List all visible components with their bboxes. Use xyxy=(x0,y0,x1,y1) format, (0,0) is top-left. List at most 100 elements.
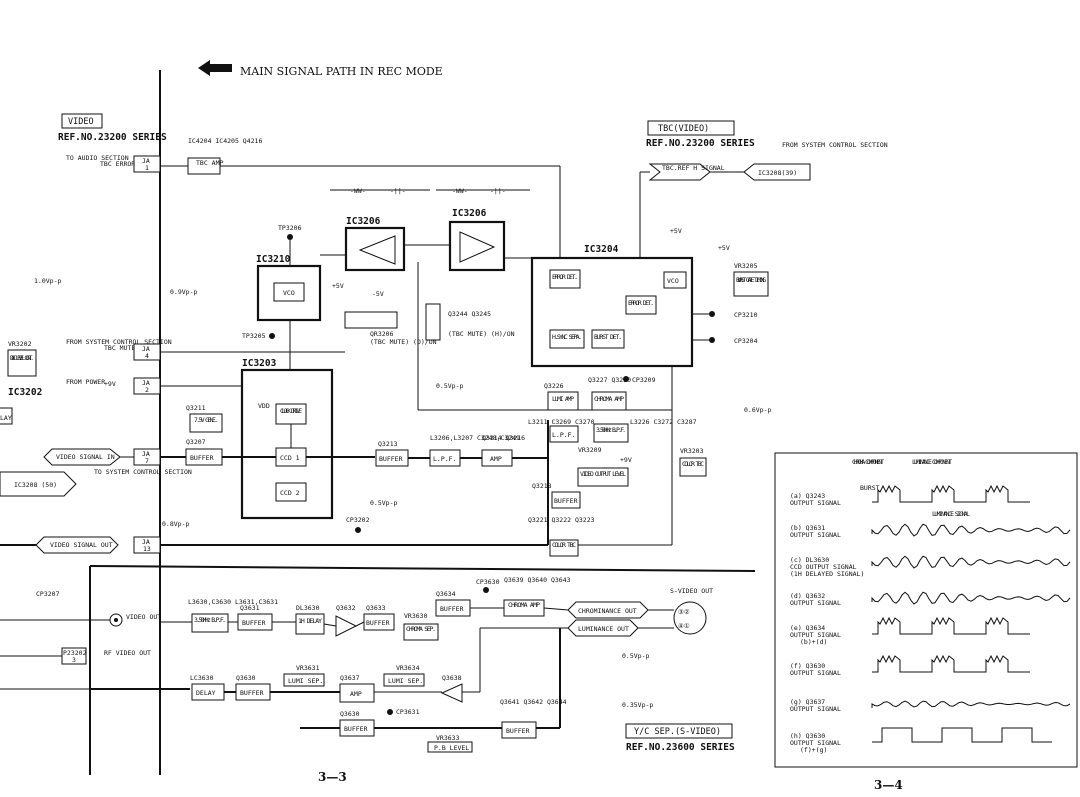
yc-bpf-box[interactable] xyxy=(191,613,229,633)
connector-ja13: VIDEO SIGNAL OUT JA 13 xyxy=(0,536,548,554)
q3630-label: Q3630 xyxy=(236,674,256,682)
wire xyxy=(355,621,365,627)
color-tbc2-label: COLOR TBC xyxy=(552,541,576,549)
doc-level-label: DOC LEVEL CONT. xyxy=(10,354,34,362)
l3226-label: L3226 C3272 C3287 xyxy=(630,418,697,426)
amp-label: AMP xyxy=(490,455,502,463)
yc-buffer1-label: BUFFER xyxy=(242,619,266,627)
lpf-label: L.P.F. xyxy=(433,455,456,463)
lum-out-label: LUMINANCE OUT xyxy=(578,625,629,633)
jack-center xyxy=(114,618,118,622)
tbc-mute-label: TBC MUTE xyxy=(104,344,135,352)
resistor-icon: -WW- xyxy=(350,187,366,195)
vco1-box[interactable] xyxy=(273,282,305,302)
vr3202-label: VR3202 xyxy=(8,340,32,348)
q3207-label: Q3207 xyxy=(186,438,206,446)
ic3202-label: IC3202 xyxy=(8,387,42,398)
waveform-row-label: (e) Q3634 xyxy=(790,624,825,632)
chroma-amp-box[interactable] xyxy=(591,391,627,411)
waveform-row-label: OUTPUT SIGNAL xyxy=(790,531,841,539)
video-out-level-box[interactable] xyxy=(577,467,629,487)
gene-box[interactable] xyxy=(189,413,223,433)
ccd2-box[interactable] xyxy=(275,482,307,502)
vr3209-label: VR3209 xyxy=(578,446,602,454)
lumi-amp-box[interactable] xyxy=(547,391,579,411)
yc-delay-label: DELAY xyxy=(196,689,216,697)
ja1-num: 1 xyxy=(145,164,149,172)
q3639-label: Q3639 Q3640 Q3643 xyxy=(504,576,571,584)
ja2-num: 2 xyxy=(145,386,149,394)
buffer3-box[interactable] xyxy=(551,491,581,509)
waveform-trace xyxy=(871,555,1071,569)
ccd2-label: CCD 2 xyxy=(280,489,300,497)
chroma-sep-box[interactable] xyxy=(403,623,439,641)
inverter-icon xyxy=(335,615,358,637)
tp3206-dot xyxy=(287,234,293,240)
lumi-sep2-box[interactable] xyxy=(383,673,425,687)
color-tbc2-box[interactable] xyxy=(549,539,579,557)
vco2-box[interactable] xyxy=(663,271,687,289)
cp3207-label: CP3207 xyxy=(36,590,60,598)
ic3204-label: IC3204 xyxy=(584,244,619,255)
burst-det-label: BURST DET. xyxy=(594,333,622,341)
vpp-10: 1.0Vp-p xyxy=(34,277,61,285)
from-sys-label: FROM SYSTEM CONTROL SECTION xyxy=(66,338,172,346)
ic3203-label: IC3203 xyxy=(242,358,277,369)
yc-ref: REF.NO.23600 SERIES xyxy=(626,742,735,753)
waveform-trace xyxy=(871,700,1071,708)
rf-video-out-label: RF VIDEO OUT xyxy=(104,649,151,657)
vr3634-label: VR3634 xyxy=(396,664,420,672)
burst-det-box[interactable] xyxy=(591,329,625,349)
ic3208-connector xyxy=(743,163,811,181)
main-path-legend: MAIN SIGNAL PATH IN REC MODE xyxy=(198,60,443,78)
yc-buffer6-box[interactable] xyxy=(501,721,537,739)
connector-ja1: TO AUDIO SECTION TBC ERROR JA 1 xyxy=(66,154,188,173)
lumi-sep-label: LUMI SEP. xyxy=(288,677,323,685)
error-det-box[interactable] xyxy=(549,269,581,289)
lpf2-box[interactable] xyxy=(549,425,579,443)
burst-label: BURST xyxy=(860,484,880,492)
lumi-sep-box[interactable] xyxy=(283,673,325,687)
q3637-label: Q3637 xyxy=(340,674,360,682)
cp3209-label: CP3209 xyxy=(632,376,656,384)
plus9v-label: +9V xyxy=(104,380,116,388)
to-audio-label: TO AUDIO SECTION xyxy=(66,154,129,162)
ic3208-label: IC3208 (50) xyxy=(14,481,57,489)
waveform-trace xyxy=(872,616,1030,635)
pb-level-box[interactable] xyxy=(427,741,473,753)
ja1-box xyxy=(133,155,161,173)
hsync-box[interactable] xyxy=(549,329,585,349)
q3211-label: Q3211 xyxy=(186,404,206,412)
mute-switch-box xyxy=(344,311,398,329)
burst-gate-box[interactable] xyxy=(733,271,769,297)
error-det2-label: ERROR DET. xyxy=(628,299,654,307)
waveform-row-label: OUTPUT SIGNAL xyxy=(790,631,841,639)
tp3206-label: TP3206 xyxy=(278,224,302,232)
video-title: VIDEO xyxy=(68,117,94,127)
tp3205-dot xyxy=(269,333,275,339)
q3630b-label: Q3630 xyxy=(340,710,360,718)
p23202-num: 3 xyxy=(72,656,76,664)
vr3203-label: VR3203 xyxy=(680,447,704,455)
error-det2-box[interactable] xyxy=(625,295,657,315)
opamp-b-icon xyxy=(459,231,496,263)
burst-gate-label: BURST GATE TIMING xyxy=(736,276,766,284)
yc-buffer6-label: BUFFER xyxy=(506,727,530,735)
yc-buffer4-label: BUFFER xyxy=(240,689,264,697)
ic3210-label: IC3210 xyxy=(256,254,291,265)
video-out-jack-icon xyxy=(109,613,123,627)
doc-level-box xyxy=(7,349,37,377)
tbc-ref: REF.NO.23200 SERIES xyxy=(646,138,755,149)
yc-amp-label: AMP xyxy=(350,690,362,698)
ic3206a-label: IC3206 xyxy=(346,216,381,227)
bpf-box[interactable] xyxy=(593,423,629,443)
resistor-icon: -WW- xyxy=(452,187,468,195)
waveform-row-label: (a) Q3243 xyxy=(790,492,825,500)
cp3630-dot xyxy=(483,587,489,593)
color-tbc-box[interactable] xyxy=(679,457,707,477)
page-number-left: 3—3 xyxy=(318,770,347,784)
ic3208-arrow xyxy=(0,471,77,497)
q3634-label: Q3634 xyxy=(436,590,456,598)
l3211-label: L3211 C3269 C3270 xyxy=(528,418,595,426)
